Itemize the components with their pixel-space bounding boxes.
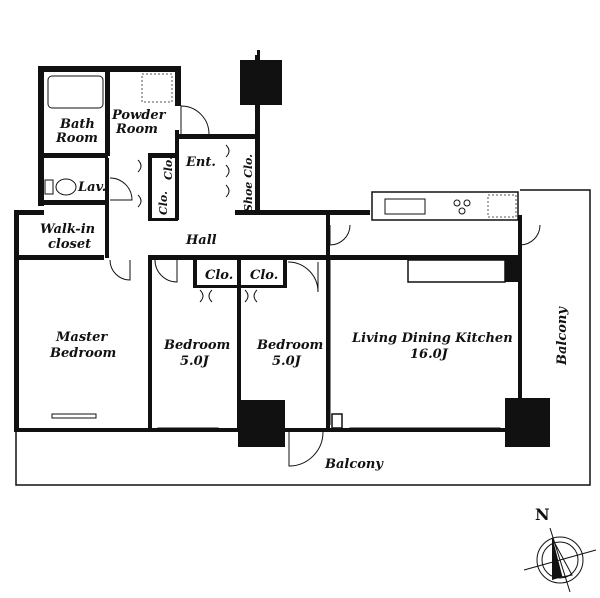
- label-powder: Powder: [111, 108, 167, 123]
- doors: [109, 105, 541, 467]
- kitchen-island: [407, 259, 506, 283]
- label-walk-in: Walk-in: [40, 222, 95, 237]
- label-master: Master: [55, 330, 108, 345]
- balcony-outline: [15, 189, 591, 486]
- label-bath-2: Room: [55, 131, 98, 146]
- label-closet-a: Clo.: [162, 156, 175, 180]
- label-lavatory: Lav.: [77, 180, 106, 195]
- label-master-2: Bedroom: [49, 346, 116, 361]
- label-bedroom2: Bedroom: [256, 338, 323, 353]
- label-bedroom1: Bedroom: [163, 338, 230, 353]
- label-closet-c: Clo.: [205, 268, 233, 283]
- compass-north-label: N: [535, 505, 550, 524]
- washing-machine-space: [141, 73, 173, 103]
- label-shoe-closet: Shoe Clo.: [242, 154, 255, 212]
- label-ldk: Living Dining Kitchen: [351, 331, 513, 346]
- label-ldk-size: 16.0J: [410, 347, 449, 362]
- label-entrance: Ent.: [185, 155, 216, 170]
- bathtub: [47, 75, 104, 109]
- label-closet-b: Clo.: [157, 191, 170, 215]
- window: [51, 413, 97, 419]
- label-powder-2: Room: [115, 122, 158, 137]
- label-bath: Bath: [59, 117, 95, 132]
- label-bedroom1-size: 5.0J: [180, 354, 210, 369]
- label-walk-in-2: closet: [48, 237, 91, 252]
- kitchen-counter: [371, 191, 519, 221]
- fixtures: [44, 73, 519, 432]
- toilet: [55, 178, 77, 196]
- compass-icon: N: [523, 505, 597, 593]
- label-closet-d: Clo.: [250, 268, 278, 283]
- label-hall: Hall: [185, 233, 217, 248]
- walls: [14, 50, 550, 447]
- label-balcony-bottom: Balcony: [324, 457, 384, 472]
- label-balcony-right: Balcony: [555, 306, 570, 366]
- label-bedroom2-size: 5.0J: [272, 354, 302, 369]
